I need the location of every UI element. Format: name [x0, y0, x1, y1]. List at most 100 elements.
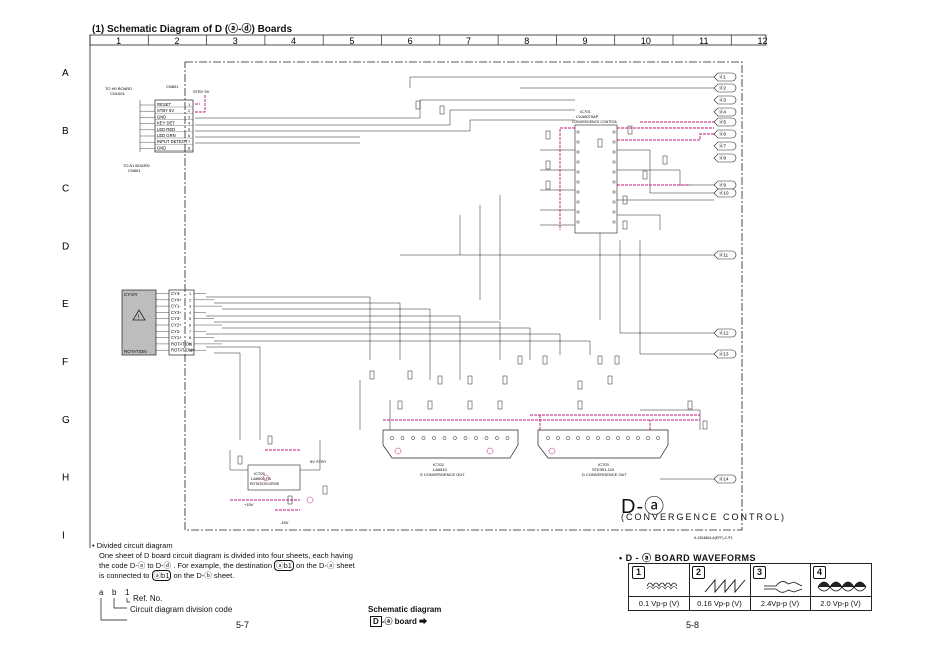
offpage-ref-bubble [713, 328, 737, 338]
to-h0-board-label: TO H0 BOARD [105, 86, 132, 91]
grid-column-label: 9 [583, 36, 588, 46]
schematic-board-letter: D [370, 616, 382, 627]
offpage-ref-bubble [713, 117, 737, 127]
offpage-ref-bubble [713, 129, 737, 139]
grid-column-label: 6 [408, 36, 413, 46]
waveform-1-trace [646, 582, 678, 590]
waveform-2-value: 0.16 Vp-p (V) [689, 596, 750, 608]
cn701-pin-number: 8 [189, 336, 191, 340]
waveform-1-number: 1 [632, 566, 645, 579]
offpage-ref-label: ⓓ12 [719, 330, 729, 337]
ic702-block: IC702 LA6510 S CONVERGENCE OUT [382, 429, 519, 477]
cn801-pin-number: 5 [188, 128, 190, 132]
circuit-wires [195, 76, 714, 480]
board-label: D-ⓐ [621, 496, 666, 518]
cn701-pin-number: 3 [189, 305, 191, 309]
waveform-4-value: 2.0 Vp-p (V) [810, 596, 871, 608]
cn701-pin-number: 5 [189, 317, 191, 321]
ic702-part: LA6510 [433, 467, 448, 472]
grid-row-label: H [62, 473, 69, 484]
offpage-ref-bubble [713, 72, 737, 82]
grid-row-label: F [62, 357, 68, 368]
stby-5v-label: 5V STBY [310, 459, 327, 464]
offpage-ref-bubble [713, 153, 737, 163]
page-number-left: 5-7 [236, 620, 250, 630]
cn701-pin-number: 6 [189, 324, 191, 328]
supply-minus-label: -15V [280, 520, 289, 525]
supply-plus-label: +15V [244, 502, 254, 507]
grid-column-label: 1 [116, 36, 121, 46]
offpage-ref-label: ⓓ14 [719, 476, 729, 483]
cn801-pin-label: STBY 5V [157, 108, 174, 113]
offpage-ref-bubble [713, 83, 737, 93]
waveform-2-number: 2 [692, 566, 705, 579]
offpage-ref-label: ⓓ8 [719, 155, 726, 162]
grid-row-label: B [62, 126, 69, 137]
waveforms-title: • D - ⓐ BOARD WAVEFORMS [619, 553, 756, 563]
cn701-pin-number: 10 [189, 349, 193, 353]
offpage-ref-label: ⓓ13 [719, 351, 729, 358]
grid-column-label: 12 [757, 36, 767, 46]
grid-column-ticks [89, 35, 732, 45]
rotation-block-label: ROTATION [124, 349, 147, 354]
cn701-pin-number: 2 [189, 298, 191, 302]
grid-row-label: E [62, 299, 69, 310]
waveform-1-value: 0.1 Vp-p (V) [629, 596, 689, 608]
ic701-part: CXA8070AP [576, 114, 599, 119]
waveform-3: 3 2.4Vp-p (V) [750, 564, 811, 610]
offpage-ref-label: ⓓ11 [719, 252, 729, 259]
ic705-block: IC705 LA6500-FA ROTATION DRIVE +15V -15V… [244, 459, 327, 525]
cn701-pin-label: ROTATION+ [171, 348, 195, 353]
legend-ref-no: Ref. No. [133, 594, 163, 603]
cn801-pin-label: RESET [157, 102, 171, 107]
grid-column-label: 5 [349, 36, 354, 46]
schematic-board-caption: D-ⓐ board ➡ [370, 616, 427, 627]
offpage-ref-label: ⓓ5 [719, 119, 726, 126]
grid-row-label: A [62, 68, 69, 79]
note-body-2: on the D-ⓐ sheet is connected to [99, 561, 355, 580]
note-body-1: One sheet of D board circuit diagram is … [99, 551, 353, 570]
cn801-pin-number: 8 [188, 146, 190, 150]
offpage-ref-label: ⓓ3 [719, 97, 726, 104]
cn801-pin-label: INPUT DETECT [157, 139, 188, 144]
warning-icon [132, 309, 146, 321]
grid-column-label: 2 [174, 36, 179, 46]
legend-leader-lines [100, 598, 130, 621]
document-code: A-1524864-A(EFF)-2 /F1 [694, 536, 733, 540]
note-ref-box: ⓐb1 [274, 560, 294, 571]
component-symbols [237, 100, 708, 505]
legend-a: a [99, 588, 104, 597]
offpage-ref-bubble [713, 188, 737, 198]
stby-label: STBY 5V [193, 89, 210, 94]
cn701-pin-label: CY1+ [171, 335, 182, 340]
cn701-pin-label: CY2+ [171, 323, 182, 328]
ic703-block: IC703 STK391-110 D CONVERGENCE OUT [537, 429, 669, 477]
grid-column-label: 8 [524, 36, 529, 46]
grid-column-label: 7 [466, 36, 471, 46]
grid-row-label: C [62, 184, 69, 195]
waveform-2-trace [704, 578, 746, 594]
offpage-ref-label: ⓓ10 [719, 190, 729, 197]
legend-1: 1 [125, 588, 130, 597]
note-heading: Divided circuit diagram [96, 541, 173, 550]
cn701-pin-number: 7 [189, 330, 191, 334]
to-h0-cn-label: CN1001 [110, 91, 125, 96]
grid-column-bar [89, 34, 767, 46]
svg-text:!: ! [138, 315, 140, 321]
cn801-pin-label: GND [157, 114, 166, 119]
offpage-ref-bubble [713, 95, 737, 105]
grid-row-label: D [62, 241, 69, 252]
cn701-pin-number: 1 [189, 292, 191, 296]
ic701-func: CONVERGENCE CONTROL [572, 120, 618, 124]
board-sublabel: (CONVERGENCE CONTROL) [621, 512, 787, 522]
cn701-pin-label: CY3+ [171, 310, 182, 315]
cn701-pin-label: ROTATION [171, 341, 192, 346]
offpage-ref-label: ⓓ7 [719, 143, 726, 150]
page-number-right: 5-8 [686, 620, 700, 630]
waveform-4: 4 2.0 Vp-p (V) [810, 564, 871, 610]
cn701-pin-label: CY2- [171, 329, 181, 334]
ic701-name: IC701 [580, 109, 591, 114]
note-body-3: on the D-ⓑ sheet. [173, 571, 235, 580]
offpage-ref-bubble [713, 474, 737, 484]
